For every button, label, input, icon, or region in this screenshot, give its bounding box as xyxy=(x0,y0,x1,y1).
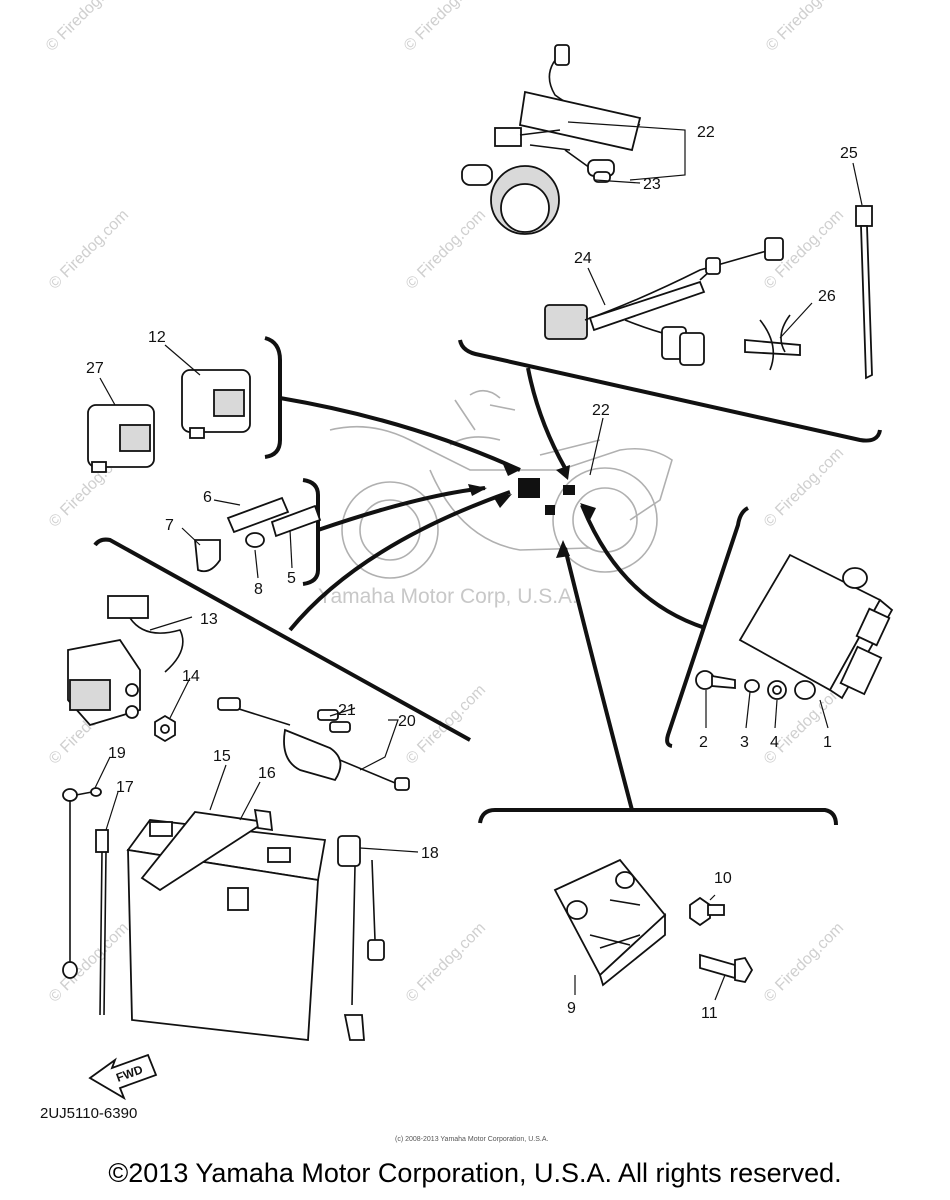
watermark: © Firedog.com xyxy=(46,206,132,292)
fine-print: (c) 2008-2013 Yamaha Motor Corporation, … xyxy=(395,1136,548,1143)
part-label-22-center: 22 xyxy=(592,402,610,419)
fuse-holder-part-20 xyxy=(217,697,410,791)
part-label-16: 16 xyxy=(258,765,276,782)
cable-part-17 xyxy=(95,829,109,1016)
part-label-25: 25 xyxy=(840,145,858,162)
part-label-9: 9 xyxy=(567,1000,576,1017)
part-label-11: 11 xyxy=(701,1005,718,1022)
part-label-1: 1 xyxy=(823,734,832,751)
relay-part-12 xyxy=(181,369,251,439)
part-label-23: 23 xyxy=(643,176,661,193)
part-label-5: 5 xyxy=(287,570,296,587)
starter-relay-part-13 xyxy=(67,595,184,727)
fwd-arrow: FWD xyxy=(88,1053,158,1101)
watermark: © Firedog.com xyxy=(46,919,132,1005)
part-label-20: 20 xyxy=(398,713,416,730)
cable-tie-part-25 xyxy=(855,205,873,380)
cable-part-19 xyxy=(62,787,102,979)
diagram-code: 2UJ5110-6390 xyxy=(40,1105,137,1122)
part-label-4: 4 xyxy=(770,734,779,751)
watermark: © Firedog.com xyxy=(761,919,847,1005)
watermark: © Firedog.com xyxy=(401,0,487,55)
part-label-24: 24 xyxy=(574,250,592,267)
watermark: © Firedog.com xyxy=(403,206,489,292)
center-watermark: Yamaha Motor Corp, U.S.A. xyxy=(318,585,578,608)
watermark: © Firedog.com xyxy=(43,0,129,55)
part-labels: 1 2 3 4 5 6 7 8 9 10 11 12 13 14 15 16 1… xyxy=(86,124,858,1022)
rectifier-part-9 xyxy=(553,858,667,987)
fittings-parts-5-8 xyxy=(194,496,322,573)
part-label-7: 7 xyxy=(165,517,174,534)
battery-part-15 xyxy=(126,808,327,1042)
relay-part-27 xyxy=(87,404,155,473)
part-label-6: 6 xyxy=(203,489,212,506)
part-label-3: 3 xyxy=(740,734,749,751)
part-label-26: 26 xyxy=(818,288,836,305)
part-label-10: 10 xyxy=(714,870,732,887)
part-label-27: 27 xyxy=(86,360,104,377)
part-label-19: 19 xyxy=(108,745,126,762)
part-label-15: 15 xyxy=(213,748,231,765)
group-leaders xyxy=(93,336,882,826)
wire-lead-part-24 xyxy=(544,237,784,366)
sensor-part-18 xyxy=(337,835,385,1041)
part-label-12: 12 xyxy=(148,329,166,346)
part-label-21: 21 xyxy=(338,702,356,719)
watermark: © Firedog.com xyxy=(763,0,849,55)
part-label-13: 13 xyxy=(200,611,218,628)
part-label-18: 18 xyxy=(421,845,439,862)
fasteners-parts-2-4 xyxy=(695,670,816,700)
copyright-notice: ©2013 Yamaha Motor Corporation, U.S.A. A… xyxy=(108,1158,842,1188)
part-label-14: 14 xyxy=(182,668,200,685)
part-label-17: 17 xyxy=(116,779,134,796)
harness-part-22 xyxy=(461,44,642,235)
bolt-part-10 xyxy=(689,896,725,927)
part-label-8: 8 xyxy=(254,581,263,598)
bolt-part-11 xyxy=(699,953,754,984)
clamp-part-26 xyxy=(744,314,801,371)
cdi-unit-part-1 xyxy=(738,553,894,700)
callout-leaders xyxy=(94,121,863,1001)
watermark: © Firedog.com xyxy=(761,444,847,530)
part-label-2: 2 xyxy=(699,734,708,751)
part-label-22: 22 xyxy=(697,124,715,141)
nut-part-14 xyxy=(154,714,176,743)
hub-arrowheads xyxy=(468,462,596,558)
watermark: © Firedog.com xyxy=(403,919,489,1005)
